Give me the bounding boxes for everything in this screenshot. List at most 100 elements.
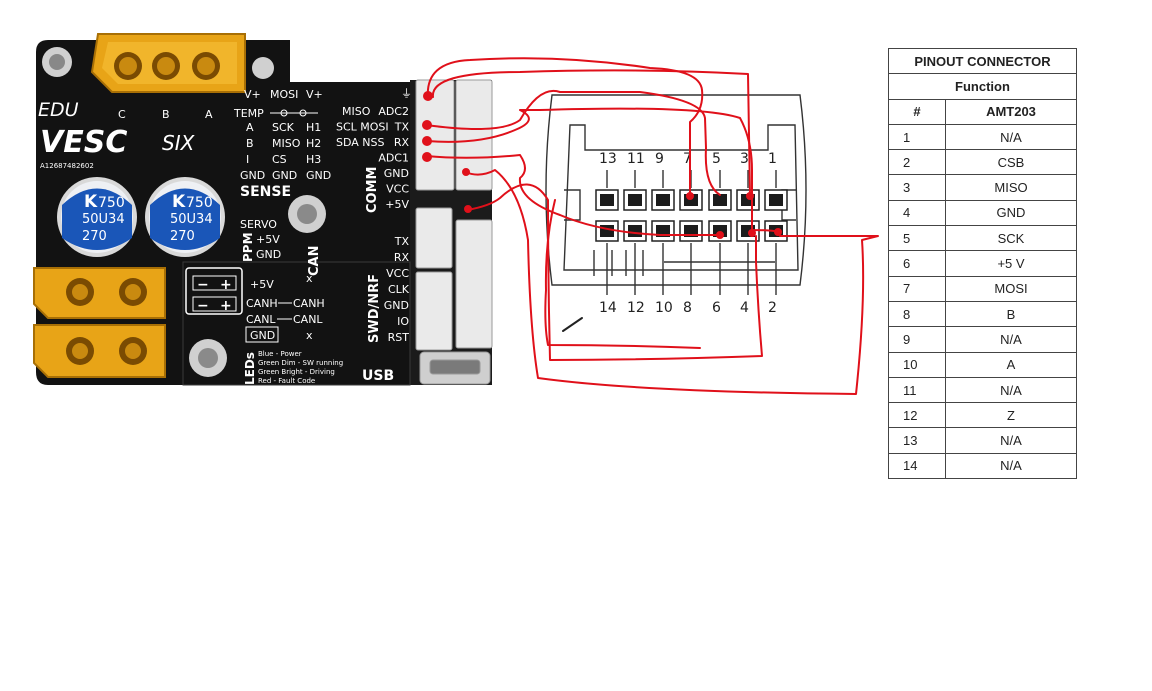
sense-pin-label: MISO <box>272 137 301 150</box>
ppm-gnd: GND <box>256 248 281 261</box>
can-canl2: CANL <box>293 313 323 326</box>
ground-icon: ⏚ <box>401 87 412 100</box>
wire-adc2 <box>431 69 751 196</box>
comm-pin-right: RX <box>394 136 410 149</box>
connector-top-number: 7 <box>683 151 692 167</box>
capacitor <box>57 177 137 257</box>
wire-nss <box>426 107 781 233</box>
plus-icon: + <box>220 298 232 314</box>
ppm-servo: SERVO <box>240 218 277 231</box>
pin-function: N/A <box>945 326 1077 353</box>
connector-bottom-number: 2 <box>768 300 777 316</box>
brand-edu: EDU <box>38 99 79 121</box>
pin-number: 14 <box>888 452 946 480</box>
connector-top-number: 5 <box>712 151 721 167</box>
phase-b-label: B <box>162 108 170 121</box>
sense-temp: TEMP <box>233 107 264 120</box>
wire-loop <box>544 199 701 349</box>
ppm-5v: +5V <box>256 233 280 246</box>
led-legend-line: Blue - Power <box>258 350 302 358</box>
pin-function: MISO <box>945 174 1077 201</box>
pin-function: A <box>945 351 1077 378</box>
led-legend-line: Red - Fault Code <box>258 377 315 385</box>
pin-function: N/A <box>945 452 1077 480</box>
connector-bottom-number: 4 <box>740 300 749 316</box>
pin-function: +5 V <box>945 250 1077 277</box>
sense-pin-label: A <box>246 121 254 134</box>
swd-pin: RX <box>394 251 410 264</box>
connector-top-number: 9 <box>655 151 664 167</box>
swd-pin: CLK <box>388 283 410 296</box>
can-x: x <box>306 272 313 285</box>
sense-header-vplus: V+ <box>244 88 261 101</box>
encoder-connector <box>545 94 807 295</box>
connector-bottom-number: 12 <box>627 300 645 316</box>
pin-number: 6 <box>888 250 946 277</box>
pin-number: 3 <box>888 174 946 201</box>
pin-number: 1 <box>888 123 946 151</box>
connector-top-number: 11 <box>627 151 645 167</box>
minus-icon: − <box>197 298 209 314</box>
comm-title: COMM <box>365 167 380 213</box>
pin-function: B <box>945 300 1077 328</box>
sense-pin-label: B <box>246 137 254 150</box>
sense-pin-label: GND <box>306 169 331 182</box>
cap-code: 50U34 <box>170 212 213 227</box>
cap-code: 50U34 <box>82 212 125 227</box>
sense-header-mosi: MOSI <box>270 88 298 101</box>
pin-function: N/A <box>945 123 1077 151</box>
pin-function: N/A <box>945 376 1077 404</box>
cap-cap: 270 <box>170 229 195 244</box>
can-title: CAN <box>307 246 322 276</box>
leds-title: LEDs <box>243 352 257 385</box>
serial-number: A12687482602 <box>40 162 94 170</box>
can-canl: CANL <box>246 313 276 326</box>
cap-cap: 270 <box>82 229 107 244</box>
cap-brand: K <box>84 192 98 212</box>
minus-icon: − <box>197 277 209 293</box>
wire-sck <box>425 154 723 236</box>
hand-drawn-wires <box>422 57 879 395</box>
swd-pin: GND <box>384 299 409 312</box>
cap-brand: K <box>172 192 186 212</box>
pin-function: CSB <box>945 149 1077 176</box>
pin-number: 7 <box>888 275 946 302</box>
led-legend-line: Green Dim - SW running <box>258 359 343 367</box>
swd-pin: TX <box>394 235 410 248</box>
pin-number: 8 <box>888 300 946 328</box>
swd-pin: VCC <box>386 267 409 280</box>
cap-value: 750 <box>186 195 213 211</box>
sense-title: SENSE <box>240 184 291 200</box>
swd-title: SWD/NRF <box>367 274 382 343</box>
capacitor <box>145 177 225 257</box>
connector-top-number: 13 <box>599 151 617 167</box>
motor-connector <box>90 33 246 93</box>
battery-connector <box>33 267 166 378</box>
col-num-header: # <box>888 98 946 125</box>
connector-top-number: 1 <box>768 151 777 167</box>
brand-vesc: VESC <box>40 125 127 160</box>
ppm-title: PPM <box>241 232 255 262</box>
pin-number: 10 <box>888 351 946 378</box>
led-legend-line: Green Bright - Driving <box>258 368 335 376</box>
connector-top-number: 3 <box>740 151 749 167</box>
sense-pin-label: GND <box>272 169 297 182</box>
pinout-row: 6+5 V <box>888 250 1077 277</box>
wire-5v <box>466 183 763 361</box>
comm-pin-left: MISO <box>342 105 371 118</box>
col-fn-header: AMT203 <box>945 98 1077 125</box>
plus-icon: + <box>220 277 232 293</box>
brand-six: SIX <box>162 131 196 155</box>
comm-pin-left: SCL MOSI <box>336 121 389 134</box>
